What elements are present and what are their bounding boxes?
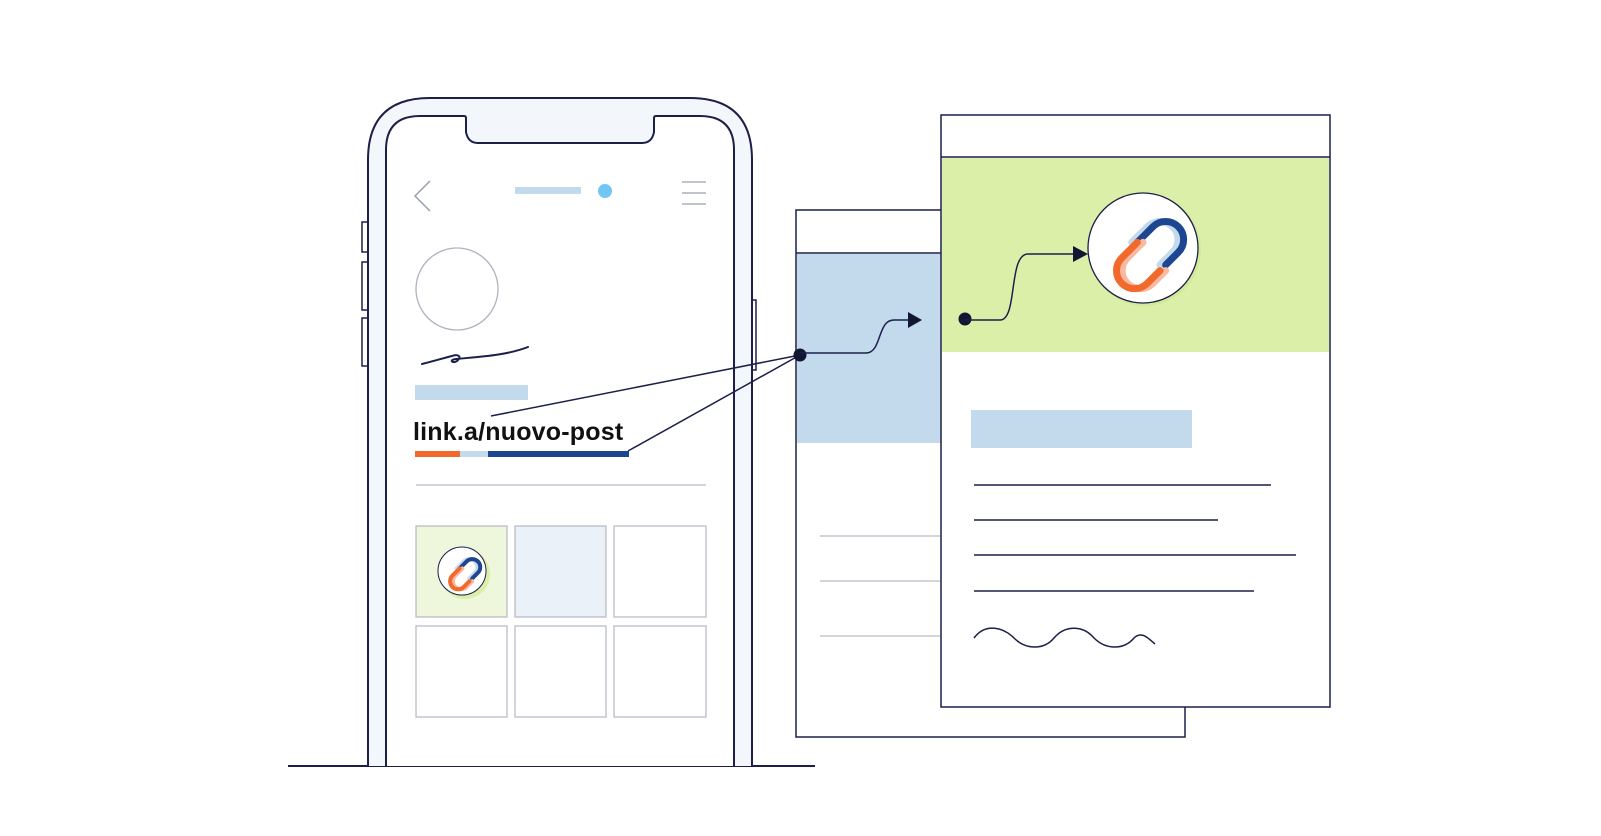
paperclip-link-icon <box>437 546 490 599</box>
avatar[interactable] <box>415 247 499 331</box>
grid-post-3[interactable] <box>613 525 707 618</box>
grid-post-2[interactable] <box>514 525 607 618</box>
connector-line <box>490 354 801 417</box>
hamburger-menu-icon[interactable] <box>682 181 706 205</box>
link-underline-navy <box>488 451 629 457</box>
bio-placeholder-bar <box>415 385 528 400</box>
connector-line <box>627 354 801 452</box>
arrow-right-icon <box>908 312 922 328</box>
grid-post-6[interactable] <box>613 625 707 718</box>
grid-post-5[interactable] <box>514 625 607 718</box>
title-placeholder-bar <box>515 187 581 194</box>
connectors <box>490 246 1088 452</box>
front-page-title-bar <box>971 410 1192 448</box>
connector-node <box>793 348 807 362</box>
connector-curve <box>800 319 910 354</box>
status-dot <box>598 184 612 198</box>
arrow-right-icon <box>1073 246 1088 262</box>
front-page <box>940 114 1331 708</box>
connector-curve <box>965 253 1073 321</box>
connector-node <box>958 312 972 326</box>
grid-post-4[interactable] <box>415 625 508 718</box>
signature-scribble <box>421 346 529 365</box>
link-underline-orange <box>415 451 460 457</box>
front-page-wavy-line <box>973 627 1156 648</box>
back-page-hero <box>797 254 941 443</box>
phone <box>361 97 757 766</box>
link-underline-light <box>460 451 488 457</box>
profile-link[interactable]: link.a/nuovo-post <box>413 418 624 446</box>
chevron-left-icon[interactable] <box>413 180 431 212</box>
paperclip-link-icon <box>1087 192 1201 306</box>
